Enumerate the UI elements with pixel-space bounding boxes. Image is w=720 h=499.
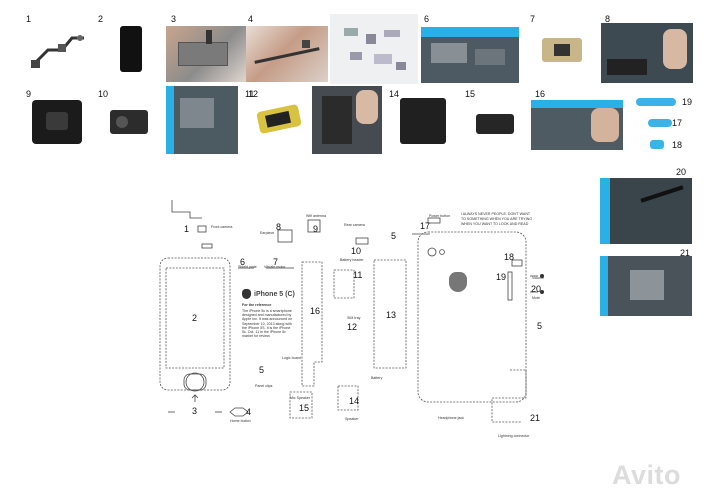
bottom-speaker-photo <box>476 114 514 134</box>
loud-speaker-photo <box>32 100 82 144</box>
power-button-photo <box>648 119 672 127</box>
photo-label-21: 21 <box>680 248 691 258</box>
photo-label-20: 20 <box>676 167 687 177</box>
diagram-num-14: 14 <box>349 396 360 406</box>
model-description: The iPhone 5c is a smartphone designed a… <box>242 309 293 339</box>
bottom-assembly-photo <box>600 256 692 316</box>
battery-removal-photo <box>312 86 382 154</box>
photo-label-11: 11 <box>245 89 255 99</box>
volume-button-photo <box>636 98 676 106</box>
label-rear-camera: Rear camera <box>344 223 365 227</box>
photo-label-9: 9 <box>26 89 32 99</box>
photo-label-8: 8 <box>605 14 611 24</box>
label-mute: Mute <box>532 296 540 300</box>
photo-label-14: 14 <box>389 89 400 99</box>
screen-photo <box>120 26 142 72</box>
diagram-num-1: 1 <box>184 224 190 234</box>
diagram-num-3: 3 <box>192 406 198 416</box>
diagram-num-16: 16 <box>310 306 321 316</box>
avito-watermark: Avito <box>612 460 681 490</box>
note-line-2: TO SOMETHING WHEN YOU ARE TRYING <box>461 217 533 221</box>
rear-camera-photo <box>110 110 148 134</box>
diagram-num-17: 17 <box>420 221 431 231</box>
diagram-num-5-top: 5 <box>391 231 397 241</box>
photo-label-15: 15 <box>465 89 476 99</box>
diagram-num-21: 21 <box>530 413 541 423</box>
battery-connector-photo <box>166 86 238 154</box>
diagram-num-20: 20 <box>531 284 542 294</box>
photo-label-18: 18 <box>672 140 683 150</box>
frame-cable-photo <box>600 178 692 244</box>
photo-label-10: 10 <box>98 89 109 99</box>
photo-label-4: 4 <box>248 14 254 24</box>
mute-switch-photo <box>650 140 664 149</box>
label-mic-speaker: Mic Speaker <box>290 396 310 400</box>
apple-logo-icon <box>449 272 467 292</box>
diagram-outlines <box>159 200 544 423</box>
photo-label-17: 17 <box>672 118 683 128</box>
reference-heading: For the reference <box>242 303 272 307</box>
diagram-num-19: 19 <box>496 272 507 282</box>
screws-photo <box>330 14 418 84</box>
diagram-num-9: 9 <box>313 224 319 234</box>
front-camera-flex-photo <box>31 35 84 68</box>
diagram-num-4: 4 <box>246 407 252 417</box>
sim-tray-photo <box>256 103 302 135</box>
label-front-camera: Front camera <box>211 225 233 229</box>
label-bottom-speaker: Speaker <box>345 417 359 421</box>
photo-label-3: 3 <box>171 14 177 24</box>
label-wifi-antenna: Wifi antenna <box>306 214 326 218</box>
logic-board-photo <box>421 27 519 83</box>
flex-connector-photo <box>542 38 582 62</box>
label-logic-board: Logic board <box>282 356 301 360</box>
board-removal-photo <box>601 23 693 83</box>
note-line-3: WHEN YOU WANT TO LOOK AND READ <box>461 222 529 226</box>
photo-label-2: 2 <box>98 14 104 24</box>
label-headphone-jack: Headphone jack <box>438 416 464 420</box>
diagram-num-15: 15 <box>299 403 310 413</box>
label-power-button: Power button <box>429 214 451 218</box>
photo-label-19: 19 <box>682 97 693 107</box>
diagram-num-7: 7 <box>273 257 279 267</box>
diagram-num-5-right: 5 <box>537 321 543 331</box>
diagram-num-8: 8 <box>276 222 282 232</box>
diagram-num-6: 6 <box>240 257 246 267</box>
label-volume: Volume <box>532 276 544 280</box>
label-home-button: Home button <box>230 419 251 423</box>
photo-label-12: 12 <box>248 89 259 99</box>
label-sim-tray: SIM tray <box>347 316 361 320</box>
label-lightning-connector: Lightning connector <box>498 434 530 438</box>
opening-step-photo <box>166 26 246 82</box>
note-line-1: I ALWAYS NEVER PEOPLE. DON'T WANT <box>461 212 531 216</box>
label-earpiece: Earpiece <box>260 231 275 235</box>
label-vibrate-motor: Vibrate motor <box>264 265 286 269</box>
label-battery: Battery <box>371 376 383 380</box>
label-shield-plate: Shield plate <box>238 265 257 269</box>
diagram-num-11: 11 <box>353 270 363 280</box>
cable-removal-photo <box>246 26 328 82</box>
photo-label-7: 7 <box>530 14 536 24</box>
frame-board-photo <box>531 100 623 150</box>
label-panel-clips: Panel clips <box>255 384 273 388</box>
model-name: iPhone 5 (C) <box>254 291 295 298</box>
label-battery-header: Battery header <box>340 258 364 262</box>
photo-label-6: 6 <box>424 14 430 24</box>
diagram-num-5-left: 5 <box>259 365 265 375</box>
diagram-num-10: 10 <box>351 246 362 256</box>
diagram-num-2: 2 <box>192 313 198 323</box>
diagram-num-18: 18 <box>504 252 515 262</box>
photo-label-1: 1 <box>26 14 32 24</box>
diagram-num-13: 13 <box>386 310 397 320</box>
shield-plate-photo <box>400 98 446 144</box>
diagram-num-12: 12 <box>347 322 358 332</box>
apple-logo-small-icon <box>242 289 251 299</box>
photo-label-16: 16 <box>535 89 546 99</box>
